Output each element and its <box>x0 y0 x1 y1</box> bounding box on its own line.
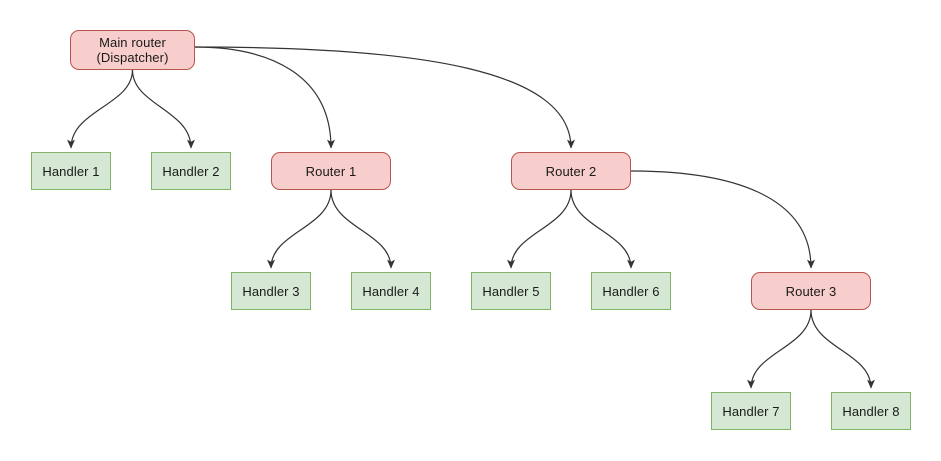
node-label-handler-5: Handler 5 <box>482 283 540 299</box>
edge-router-1-to-handler-4 <box>330 189 395 269</box>
node-handler-4[interactable]: Handler 4 <box>351 272 431 310</box>
node-label-main-router: Main router (Dispatcher) <box>96 35 169 65</box>
edge-main-to-router-1 <box>194 46 335 149</box>
node-handler-2[interactable]: Handler 2 <box>151 152 231 190</box>
node-label-router-3: Router 3 <box>785 283 837 299</box>
node-label-router-1: Router 1 <box>305 163 357 179</box>
edge-router-3-to-handler-7 <box>747 309 812 389</box>
node-main-router[interactable]: Main router (Dispatcher) <box>70 30 195 70</box>
node-label-handler-1: Handler 1 <box>42 163 100 179</box>
node-label-handler-3: Handler 3 <box>242 283 300 299</box>
node-label-handler-4: Handler 4 <box>362 283 420 299</box>
node-handler-1[interactable]: Handler 1 <box>31 152 111 190</box>
node-label-handler-8: Handler 8 <box>842 403 900 419</box>
edge-router-1-to-handler-3 <box>267 189 332 269</box>
node-handler-5[interactable]: Handler 5 <box>471 272 551 310</box>
edge-main-to-router-2 <box>194 46 575 149</box>
node-label-handler-7: Handler 7 <box>722 403 780 419</box>
node-handler-7[interactable]: Handler 7 <box>711 392 791 430</box>
edge-router-2-to-router-3 <box>630 170 815 269</box>
node-label-router-2: Router 2 <box>545 163 597 179</box>
node-handler-8[interactable]: Handler 8 <box>831 392 911 430</box>
node-router-1[interactable]: Router 1 <box>271 152 391 190</box>
node-label-handler-6: Handler 6 <box>602 283 660 299</box>
node-label-handler-2: Handler 2 <box>162 163 220 179</box>
node-handler-6[interactable]: Handler 6 <box>591 272 671 310</box>
edge-router-2-to-handler-5 <box>507 189 572 269</box>
node-router-2[interactable]: Router 2 <box>511 152 631 190</box>
edge-router-3-to-handler-8 <box>810 309 875 389</box>
node-router-3[interactable]: Router 3 <box>751 272 871 310</box>
node-handler-3[interactable]: Handler 3 <box>231 272 311 310</box>
edge-main-to-handler-2 <box>131 69 195 149</box>
edge-router-2-to-handler-6 <box>570 189 635 269</box>
edge-main-to-handler-1 <box>67 69 134 149</box>
